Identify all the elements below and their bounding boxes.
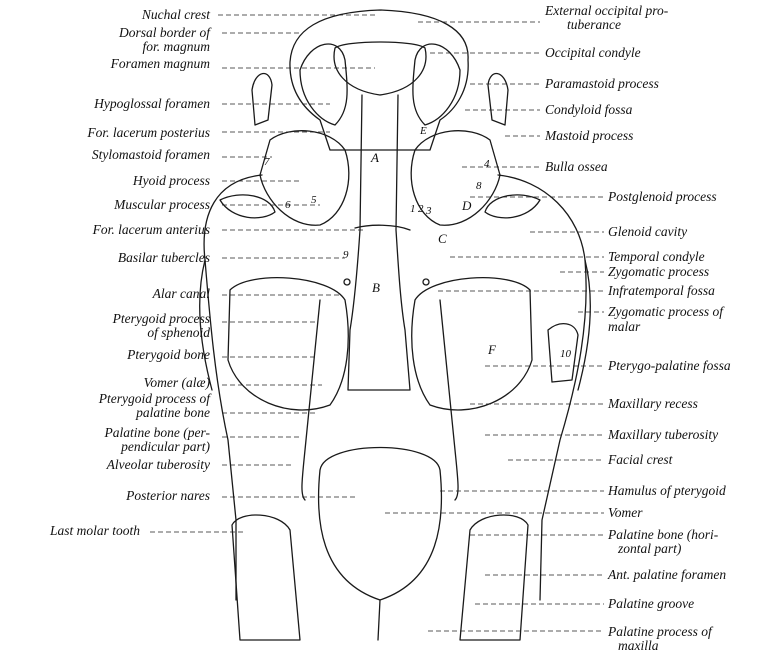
label-mastoid-process: Mastoid process <box>545 129 633 143</box>
molar-left <box>232 515 300 640</box>
label-palatine-bone-horiz-2: zontal part) <box>618 542 681 556</box>
pterygoid-right <box>440 300 458 500</box>
marker-9: 9 <box>343 249 349 261</box>
label-dorsal-border: Dorsal border of <box>119 26 210 40</box>
label-ant-palatine-foramen: Ant. palatine foramen <box>608 568 726 582</box>
leader-lines <box>150 15 604 631</box>
bulla-left <box>260 131 349 226</box>
marker-8: 8 <box>476 180 482 192</box>
label-muscular-process: Muscular process <box>114 198 210 212</box>
marker-e: E <box>419 125 427 137</box>
occipital-condyle-left <box>300 44 347 125</box>
label-temporal-condyle: Temporal condyle <box>608 250 705 264</box>
posterior-nares-outline <box>319 448 442 601</box>
label-pterygoid-process-sphenoid-2: of sphenoid <box>147 326 210 340</box>
label-hyoid-process: Hyoid process <box>133 174 210 188</box>
label-zygomatic-process: Zygomatic process <box>608 265 709 279</box>
bulla-right <box>411 131 500 226</box>
label-stylomastoid-foramen: Stylomastoid foramen <box>92 148 210 162</box>
occipital-crest-outline <box>290 10 468 150</box>
marker-5: 5 <box>311 194 317 206</box>
label-external-occipital: External occipital pro- <box>545 4 668 18</box>
label-pterygoid-bone: Pterygoid bone <box>127 348 210 362</box>
paramastoid-left <box>252 74 272 125</box>
label-palatine-bone-horiz: Palatine bone (hori- <box>608 528 718 542</box>
label-basilar-tubercles: Basilar tubercles <box>118 251 210 265</box>
marker-2: 2 <box>418 203 424 215</box>
basilar-tubercles-line <box>355 225 410 230</box>
label-pterygoid-process-sphenoid: Pterygoid process <box>113 312 210 326</box>
label-nuchal-crest: Nuchal crest <box>142 8 210 22</box>
label-condyloid-fossa: Condyloid fossa <box>545 103 632 117</box>
glenoid-left <box>220 195 275 218</box>
palate-midline <box>378 600 380 640</box>
marker-1: 1 <box>410 203 416 215</box>
label-zygomatic-process-malar-2: malar <box>608 320 640 334</box>
molar-right <box>460 515 528 640</box>
label-palatine-groove: Palatine groove <box>608 597 694 611</box>
label-posterior-nares: Posterior nares <box>126 489 210 503</box>
label-facial-crest: Facial crest <box>608 453 672 467</box>
label-pterygoid-process-palatine-2: palatine bone <box>136 406 210 420</box>
label-for-lacerum-anterius: For. lacerum anterius <box>93 223 210 237</box>
label-infratemporal-fossa: Infratemporal fossa <box>608 284 715 298</box>
label-glenoid-cavity: Glenoid cavity <box>608 225 687 239</box>
label-occipital-condyle: Occipital condyle <box>545 46 641 60</box>
label-vomer-ala: Vomer (alæ) <box>144 376 210 390</box>
label-palatine-process-maxilla-2: maxilla <box>618 639 659 653</box>
marker-7: 7 <box>264 156 270 168</box>
label-pterygoid-process-palatine: Pterygoid process of <box>99 392 210 406</box>
label-hypoglossal-foramen: Hypoglossal foramen <box>94 97 210 111</box>
label-hamulus-pterygoid: Hamulus of pterygoid <box>608 484 726 498</box>
zygomatic-arch-right <box>498 175 586 600</box>
marker-f: F <box>487 342 497 357</box>
label-alveolar-tuberosity: Alveolar tuberosity <box>107 458 210 472</box>
label-maxillary-tuberosity: Maxillary tuberosity <box>608 428 718 442</box>
label-paramastoid-process: Paramastoid process <box>545 77 659 91</box>
label-palatine-bone-perp-2: pendicular part) <box>121 440 210 454</box>
label-dorsal-border-2: for. magnum <box>142 40 210 54</box>
alar-canal-left <box>344 279 350 285</box>
label-zygomatic-process-malar: Zygomatic process of <box>608 305 723 319</box>
fossa-left <box>228 278 348 410</box>
figure-markers: A B C D E F 1 2 3 4 5 6 7 8 9 10 <box>264 125 572 360</box>
label-postglenoid-process: Postglenoid process <box>608 190 717 204</box>
label-pterygo-palatine-fossa: Pterygo-palatine fossa <box>608 359 731 373</box>
marker-10: 10 <box>560 348 572 360</box>
paramastoid-right <box>488 74 508 125</box>
label-palatine-process-maxilla: Palatine process of <box>608 625 712 639</box>
marker-3: 3 <box>425 205 432 217</box>
marker-4: 4 <box>484 158 490 170</box>
label-maxillary-recess: Maxillary recess <box>608 397 698 411</box>
label-palatine-bone-perp: Palatine bone (per- <box>105 426 210 440</box>
alar-canal-right <box>423 279 429 285</box>
pterygoid-left <box>302 300 320 500</box>
label-for-lacerum-posterius: For. lacerum posterius <box>87 126 210 140</box>
label-last-molar-tooth: Last molar tooth <box>50 524 140 538</box>
glenoid-right <box>485 195 540 218</box>
label-bulla-ossea: Bulla ossea <box>545 160 608 174</box>
foramen-magnum-outline <box>334 42 426 95</box>
marker-b: B <box>372 280 380 295</box>
label-foramen-magnum: Foramen magnum <box>111 57 210 71</box>
label-vomer: Vomer <box>608 506 643 520</box>
marker-a: A <box>370 150 379 165</box>
marker-d: D <box>461 198 472 213</box>
label-external-occipital-2: tuberance <box>567 18 621 32</box>
occipital-condyle-right <box>413 44 460 125</box>
marker-c: C <box>438 231 447 246</box>
label-alar-canal: Alar canal <box>153 287 210 301</box>
basioccipital-outline <box>348 95 410 390</box>
fossa-right <box>412 278 532 410</box>
